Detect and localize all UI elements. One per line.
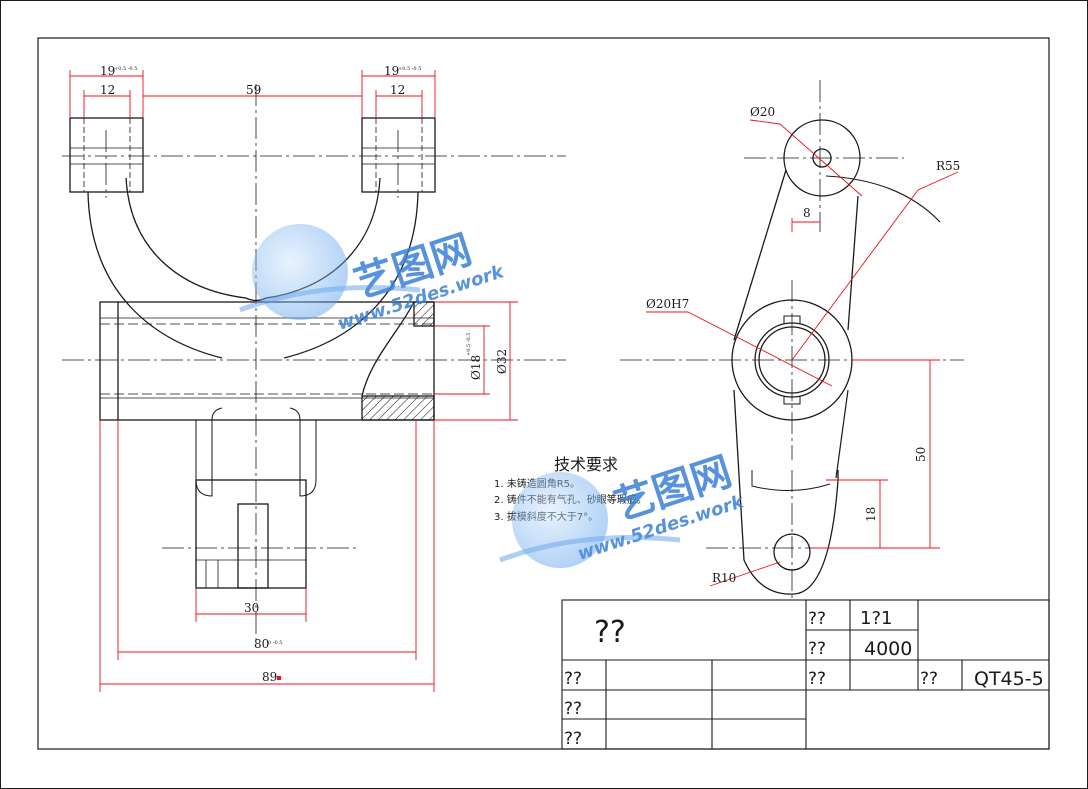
tb-material-value: QT45-5 — [974, 668, 1044, 690]
dim-bore-large: Ø32 — [495, 349, 509, 374]
tb-scale-label: ?? — [808, 609, 826, 629]
dim-top-right-outer: 19 — [384, 64, 399, 78]
dim-8: 8 — [803, 206, 811, 220]
watermark-globe-icon-2 — [512, 472, 608, 568]
dim-r10: R10 — [712, 571, 736, 585]
section-hatch-top — [413, 301, 435, 327]
dim-50: 50 — [914, 447, 928, 462]
tb-scale-value: 1?1 — [860, 608, 892, 629]
tb-qty-value: 4000 — [864, 638, 912, 660]
tb-row3-label: ?? — [564, 729, 582, 749]
side-dim-text: Ø20 R55 8 Ø20H7 50 18 R10 — [646, 105, 960, 585]
dim-r55: R55 — [936, 159, 960, 173]
arm-lower — [733, 389, 839, 595]
side-dimensions — [646, 119, 959, 587]
title-block-text: ?? ?? 1?1 ?? 4000 ?? ?? QT45-5 ?? ?? ?? — [564, 608, 1044, 749]
r55-arc — [825, 175, 941, 223]
drawing-frame — [37, 37, 1050, 750]
dim-bottom-89: 89 — [262, 670, 277, 684]
dim-bore-small: Ø18 — [469, 355, 483, 380]
section-hatch-bottom — [361, 395, 435, 421]
dim-top-left-outer-tol: +0.5 -0.5 — [114, 66, 137, 72]
tb-qty-label: ?? — [808, 639, 826, 659]
watermark-globe-icon — [252, 224, 348, 320]
main-bore-inner — [758, 326, 826, 394]
small-hole — [812, 148, 832, 168]
tb-material-label: ?? — [920, 669, 938, 689]
dim-top-right-inner: 12 — [390, 83, 405, 97]
dim-bottom-30: 30 — [244, 601, 259, 615]
title-block — [561, 599, 1050, 750]
notes-title: 技术要求 — [554, 455, 618, 474]
dim-89-marker — [277, 676, 281, 680]
dim-bottom-80: 80 — [254, 637, 269, 651]
dim-d20h7: Ø20H7 — [646, 297, 689, 311]
arm-left-upper — [733, 169, 787, 341]
stem-slot — [237, 503, 269, 589]
left-ear — [69, 117, 144, 193]
dim-18: 18 — [864, 507, 878, 522]
fork-outer-left — [87, 191, 223, 359]
dim-top-center: 59 — [246, 83, 261, 97]
dim-top-right-outer-tol: +0.5 -0.5 — [398, 66, 421, 72]
front-dim-text: 19 +0.5 -0.5 12 59 19 +0.5 -0.5 12 Ø18 +… — [100, 64, 509, 684]
arm-right-upper — [847, 195, 859, 331]
dim-top-left-inner: 12 — [100, 83, 115, 97]
small-boss — [783, 119, 861, 197]
tb-r3-label: ?? — [808, 669, 826, 689]
tb-row2-label: ?? — [564, 699, 582, 719]
main-bore — [754, 322, 830, 398]
dim-bore-small-tol: +0.5 -0.5 — [466, 333, 472, 356]
fork-outer-right — [283, 191, 419, 359]
side-view — [620, 80, 964, 600]
lower-hole — [773, 533, 811, 571]
front-dimensions — [69, 70, 518, 692]
tb-part-name: ?? — [594, 615, 626, 650]
dim-d20: Ø20 — [750, 105, 775, 119]
fork-inner-left — [125, 177, 247, 299]
tb-row1-label: ?? — [564, 669, 582, 689]
dim-top-left-outer: 19 — [100, 64, 115, 78]
dim-bottom-80-tol: 0 -0.5 — [268, 640, 282, 646]
right-ear — [361, 117, 436, 193]
